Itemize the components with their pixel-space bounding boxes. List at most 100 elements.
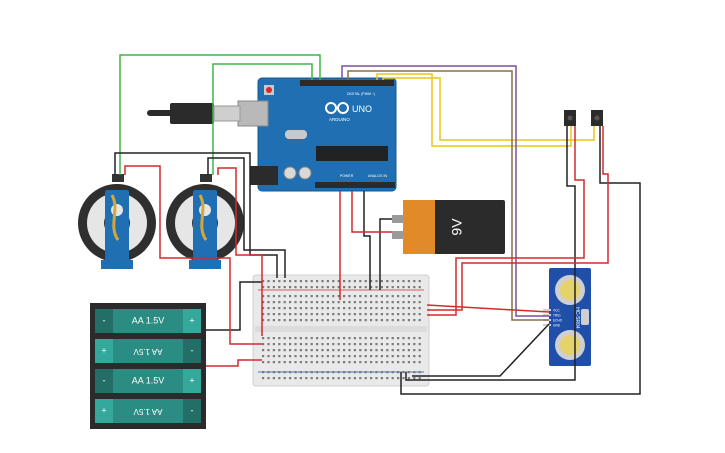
digital-header	[300, 80, 394, 86]
breadboard-hole	[283, 319, 286, 322]
breadboard-hole	[316, 319, 319, 322]
breadboard-hole	[316, 286, 319, 289]
breadboard-hole	[391, 361, 394, 364]
breadboard-hole	[305, 355, 308, 358]
breadboard-hole	[402, 371, 405, 374]
breadboard-hole	[343, 319, 346, 322]
breadboard-hole	[353, 286, 356, 289]
ultrasonic-pin-label: TRIG	[553, 314, 561, 318]
breadboard-hole	[278, 295, 281, 298]
breadboard-hole	[294, 343, 297, 346]
wire-echo	[347, 70, 549, 321]
ir-sensor-left	[564, 110, 576, 126]
breadboard-hole	[413, 343, 416, 346]
breadboard-hole	[278, 286, 281, 289]
breadboard-hole	[326, 280, 329, 283]
wire-servo-right-vcc	[217, 167, 263, 336]
breadboard-hole	[353, 337, 356, 340]
breadboard-hole	[343, 301, 346, 304]
breadboard-hole	[310, 355, 313, 358]
breadboard-hole	[299, 355, 302, 358]
wire-ir-right-gnd	[400, 126, 641, 395]
breadboard-hole	[299, 337, 302, 340]
arduino-logo-icon	[325, 102, 349, 114]
breadboard-hole	[375, 337, 378, 340]
breadboard-hole	[386, 313, 389, 316]
breadboard-hole	[283, 280, 286, 283]
usb-port[interactable]	[237, 100, 269, 127]
breadboard-hole	[343, 307, 346, 310]
breadboard-hole	[278, 349, 281, 352]
breadboard-hole	[359, 349, 362, 352]
breadboard-hole	[370, 377, 373, 380]
aa-cell-right-terminal: -	[191, 345, 194, 355]
breadboard-hole	[413, 307, 416, 310]
aa-cell: +-AA 1.5V	[95, 399, 201, 423]
breadboard-hole	[359, 295, 362, 298]
breadboard-hole	[418, 337, 421, 340]
breadboard-hole	[397, 349, 400, 352]
breadboard-hole	[386, 307, 389, 310]
reset-button[interactable]	[266, 87, 272, 93]
breadboard-hole	[407, 355, 410, 358]
breadboard-hole	[418, 313, 421, 316]
breadboard-hole	[310, 301, 313, 304]
breadboard-hole	[262, 319, 265, 322]
breadboard-hole	[278, 301, 281, 304]
breadboard-hole	[343, 295, 346, 298]
breadboard-hole	[337, 361, 340, 364]
breadboard-hole	[386, 337, 389, 340]
breadboard-hole	[418, 343, 421, 346]
breadboard-hole	[413, 301, 416, 304]
breadboard-hole	[359, 307, 362, 310]
breadboard-hole	[272, 295, 275, 298]
breadboard-hole	[391, 307, 394, 310]
breadboard-hole	[418, 295, 421, 298]
breadboard-hole	[262, 286, 265, 289]
breadboard-hole	[294, 295, 297, 298]
breadboard-hole	[364, 286, 367, 289]
breadboard-hole	[294, 280, 297, 283]
breadboard-hole	[353, 377, 356, 380]
breadboard-hole	[370, 371, 373, 374]
wire-servo-right-gnd	[207, 157, 286, 278]
breadboard-hole	[299, 313, 302, 316]
aa-cell-left-terminal: -	[103, 315, 106, 325]
breadboard-hole	[375, 319, 378, 322]
breadboard-hole	[353, 343, 356, 346]
breadboard-hole	[353, 361, 356, 364]
breadboard-hole	[278, 313, 281, 316]
breadboard-hole	[370, 349, 373, 352]
breadboard-hole	[348, 295, 351, 298]
breadboard-hole	[272, 307, 275, 310]
breadboard-hole	[262, 361, 265, 364]
breadboard-hole	[343, 355, 346, 358]
breadboard-hole	[283, 337, 286, 340]
breadboard-hole	[407, 337, 410, 340]
breadboard-hole	[262, 371, 265, 374]
breadboard-hole	[332, 307, 335, 310]
breadboard-hole	[402, 361, 405, 364]
breadboard-hole	[418, 371, 421, 374]
wire-aa-gnd	[206, 281, 262, 331]
breadboard-hole	[299, 307, 302, 310]
breadboard-hole	[283, 361, 286, 364]
wire-ultra-vcc	[426, 304, 550, 313]
aa-cell-left-terminal: +	[101, 345, 106, 355]
breadboard-hole	[397, 337, 400, 340]
breadboard-hole	[402, 307, 405, 310]
breadboard-hole	[267, 307, 270, 310]
breadboard-hole	[321, 361, 324, 364]
breadboard-hole	[386, 286, 389, 289]
breadboard-hole	[370, 280, 373, 283]
breadboard-hole	[391, 337, 394, 340]
breadboard-hole	[316, 377, 319, 380]
breadboard-hole	[310, 295, 313, 298]
breadboard-hole	[332, 361, 335, 364]
breadboard-hole	[283, 371, 286, 374]
power-jack[interactable]	[250, 166, 278, 185]
breadboard-hole	[289, 361, 292, 364]
breadboard-hole	[397, 280, 400, 283]
breadboard-hole	[370, 355, 373, 358]
breadboard-hole	[418, 280, 421, 283]
